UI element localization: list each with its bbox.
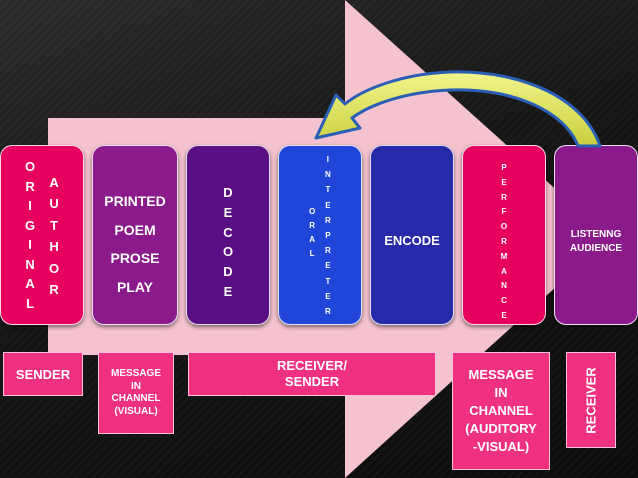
text-line: AUDIENCE [569, 243, 623, 254]
letter: E [223, 204, 233, 220]
letter: A [25, 276, 35, 292]
label-message-auditory-visual: MESSAGE IN CHANNEL (AUDITORY -VISUAL) [452, 352, 550, 470]
text-line: PROSE [110, 250, 160, 267]
letter: E [325, 291, 331, 301]
letter: R [25, 178, 35, 194]
letter: F [501, 207, 507, 217]
label-line: MESSAGE [110, 368, 161, 379]
letter: R [501, 192, 507, 202]
sender-text: SENDER [15, 366, 71, 382]
box-encode: ENCODE [370, 145, 454, 325]
label-line: -VISUAL) [472, 439, 530, 455]
text-line: PLAY [116, 278, 154, 295]
letter: C [223, 224, 233, 240]
letter: L [309, 249, 315, 258]
letter: E [501, 310, 507, 320]
label-line: CHANNEL [111, 393, 161, 404]
label-receiver: RECEIVER [566, 352, 616, 448]
receiver-text: RECEIVER [583, 366, 599, 434]
letter: E [223, 283, 233, 299]
label-line: (AUDITORY [465, 421, 537, 437]
letter: R [325, 215, 331, 225]
letter: N [25, 256, 35, 272]
letter: T [325, 276, 331, 286]
letter: R [501, 236, 507, 246]
box-printed-text: PRINTED POEM PROSE PLAY [92, 145, 178, 325]
letter: E [325, 200, 331, 210]
letter: A [49, 175, 59, 190]
label-line: RECEIVER/ [276, 358, 348, 374]
label-line: (VISUAL) [114, 405, 158, 417]
letter: D [223, 264, 233, 280]
label-sender: SENDER [3, 352, 83, 396]
letter: T [50, 217, 59, 233]
label-line: IN [131, 380, 141, 392]
text-line: PRINTED [104, 193, 166, 209]
label-line: MESSAGE [468, 366, 534, 382]
letter: R [49, 281, 59, 297]
letter: E [501, 177, 507, 187]
letter: O [500, 222, 508, 232]
letter: M [500, 251, 508, 261]
printed-lines: PRINTED POEM PROSE PLAY [93, 194, 177, 294]
letter: A [501, 266, 507, 276]
encode-label: ENCODE [384, 232, 440, 248]
letter: U [49, 196, 59, 212]
letter: D [223, 185, 233, 200]
letter: R [309, 221, 315, 230]
label-receiver-sender: RECEIVER/SENDER [188, 352, 436, 396]
letter: N [501, 281, 507, 291]
letter: R [325, 246, 331, 256]
label-line: SENDER [284, 374, 340, 389]
text-line: POEM [114, 221, 156, 238]
label-line: CHANNEL [469, 402, 533, 418]
label-line: IN [494, 384, 508, 400]
letter: I [28, 237, 32, 253]
letter: P [501, 163, 507, 172]
letter: P [325, 230, 331, 240]
text-line: LISTENNG [570, 229, 622, 240]
letter: H [49, 239, 59, 255]
letter: L [26, 295, 35, 311]
letter: O [222, 244, 234, 260]
letter: T [325, 185, 331, 195]
letter: N [325, 170, 331, 180]
audience-lines: LISTENNG AUDIENCE [555, 228, 637, 256]
letter: G [25, 217, 36, 233]
letter: O [309, 207, 316, 216]
letter: I [326, 155, 329, 164]
letter: E [325, 261, 331, 271]
letter: R [325, 306, 331, 316]
letter: A [309, 235, 315, 244]
box-listening-audience: LISTENNG AUDIENCE [554, 145, 638, 325]
letter: C [501, 296, 507, 306]
letter: O [49, 260, 60, 276]
letter: O [25, 159, 36, 174]
letter: I [28, 198, 32, 214]
